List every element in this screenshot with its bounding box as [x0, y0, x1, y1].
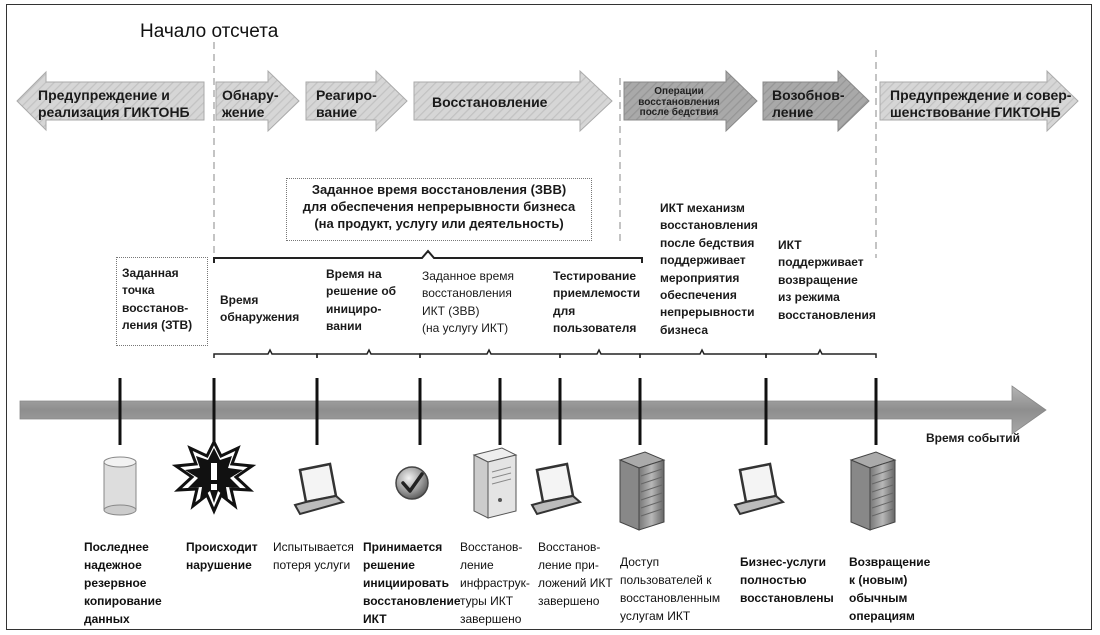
brace-dr-mechanism [639, 348, 767, 358]
event-label-disruption: Происходит нарушение [186, 540, 258, 572]
segment-decision-time: Время на решение об инициро- вании [326, 267, 397, 334]
phase-label-prevention-right: Предупреждение и совер- шенствование ГИК… [890, 87, 1072, 120]
segment-return-support: ИКТ поддерживает возвращение из режима в… [778, 238, 876, 322]
rpo-label: Заданная точка восстанов- ления (ЗТВ) [122, 266, 193, 333]
segment-acceptance-testing: Тестирование приемлемости для пользовате… [553, 269, 641, 336]
server-icon [472, 447, 518, 519]
brace-decision [316, 348, 421, 358]
rto-business-box: Заданное время восстановления (ЗВВ) для … [286, 178, 592, 241]
brace-ict-rto [419, 348, 561, 358]
building-icon [849, 451, 897, 531]
database-icon [103, 456, 137, 516]
phase-label-dr-operations: Операции восстановления после бедствия [638, 86, 720, 118]
rto-brace [213, 249, 643, 263]
event-label-return: Возвращение к (новым) обычным операциям [849, 555, 931, 623]
timeline-axis [19, 385, 1047, 435]
brace-return [765, 348, 877, 358]
checkmark-icon [395, 466, 429, 500]
building-icon [618, 451, 666, 531]
laptop-icon [733, 462, 786, 516]
phase-arrow-resumption [762, 69, 870, 133]
event-label-service-loss: Испытывается потеря услуги [273, 540, 354, 572]
event-label-apps: Восстанов- ление при- ложений ИКТ заверш… [538, 540, 613, 608]
event-label-infra: Восстанов- ление инфраструк- туры ИКТ за… [460, 540, 530, 626]
phase-arrow-prevention-right [879, 69, 1079, 133]
event-label-user-access: Доступ пользователей к восстановленным у… [620, 555, 721, 623]
phase-arrow-recovery [413, 69, 613, 133]
phase-arrow-detection [215, 69, 300, 133]
brace-detection [213, 348, 318, 358]
phase-label-prevention-left: Предупреждение и реализация ГИКТОНБ [38, 87, 190, 120]
phase-label-response: Реагиро- вание [316, 87, 377, 120]
explosion-icon [171, 438, 257, 515]
phase-arrow-response [305, 69, 408, 133]
event-label-backup: Последнее надежное резервное копирование… [84, 540, 162, 626]
event-label-business: Бизнес-услуги полностью восстановлены [740, 555, 834, 605]
rpo-box [116, 257, 208, 346]
phase-label-recovery: Восстановление [432, 94, 548, 110]
phase-label-detection: Обнару- жение [222, 87, 279, 120]
segment-dr-mechanism: ИКТ механизм восстановления после бедств… [660, 201, 758, 337]
start-label: Начало отсчета [140, 21, 279, 42]
segment-detection-time: Время обнаружения [220, 293, 300, 325]
phase-arrow-dr-operations [623, 69, 758, 133]
phase-arrow-prevention-left [16, 70, 205, 132]
brace-testing [559, 348, 641, 358]
segment-ict-rto: Заданное время восстановления ИКТ (ЗВВ) … [422, 269, 515, 336]
event-label-decision: Принимается решение инициировать восстан… [363, 540, 461, 626]
phase-label-resumption: Возобнов- ление [772, 87, 845, 120]
axis-label: Время событий [926, 431, 1021, 445]
laptop-icon [530, 462, 583, 516]
laptop-icon [293, 462, 346, 516]
